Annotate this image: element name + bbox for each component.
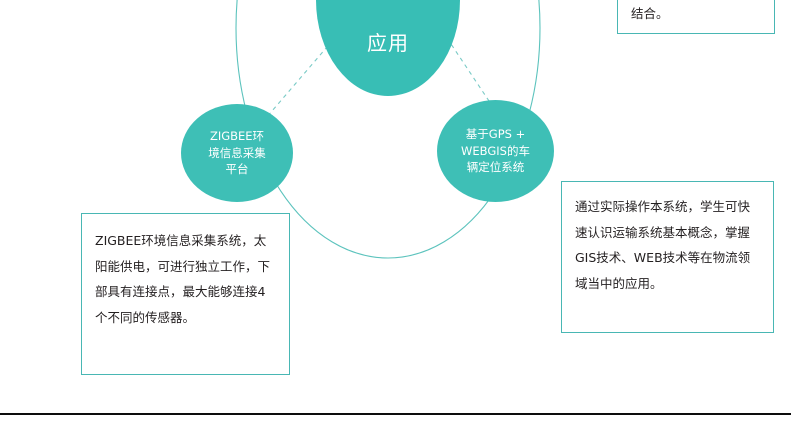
callout-top-right-fragment: 结合。 — [617, 0, 775, 34]
node-gps-webgis-system[interactable]: 基于GPS + WEBGIS的车 辆定位系统 — [437, 100, 554, 202]
bottom-divider — [0, 413, 791, 415]
callout-top-right-fragment-text: 结合。 — [631, 6, 669, 21]
callout-zigbee-description: ZIGBEE环境信息采集系统，太阳能供电，可进行独立工作，下部具有连接点，最大能… — [81, 213, 290, 375]
node-application[interactable]: 应用 — [316, 0, 460, 96]
connector-top-left — [265, 39, 334, 119]
node-application-label: 应用 — [367, 30, 409, 55]
node-zigbee-platform[interactable]: ZIGBEE环 境信息采集 平台 — [181, 104, 293, 202]
node-zigbee-platform-label: ZIGBEE环 境信息采集 平台 — [208, 128, 266, 177]
node-gps-webgis-system-label: 基于GPS + WEBGIS的车 辆定位系统 — [461, 126, 530, 175]
callout-transport-description-text: 通过实际操作本系统，学生可快速认识运输系统基本概念，掌握GIS技术、WEB技术等… — [575, 199, 751, 291]
callout-transport-description: 通过实际操作本系统，学生可快速认识运输系统基本概念，掌握GIS技术、WEB技术等… — [561, 181, 774, 333]
connector-top-right — [446, 37, 494, 108]
callout-zigbee-description-text: ZIGBEE环境信息采集系统，太阳能供电，可进行独立工作，下部具有连接点，最大能… — [95, 233, 271, 325]
